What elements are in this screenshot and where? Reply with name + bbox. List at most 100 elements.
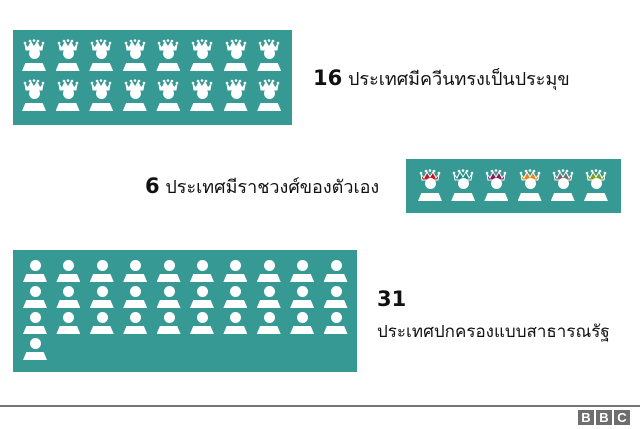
- shoulders-shape: [22, 63, 46, 71]
- shoulders-shape: [156, 103, 181, 111]
- head-shape: [230, 260, 242, 271]
- shoulders-shape: [89, 326, 114, 334]
- crowned-person-icon: [55, 79, 81, 113]
- head-shape: [96, 312, 108, 323]
- person-icon: [323, 284, 349, 318]
- head-shape: [330, 260, 342, 271]
- head-shape: [130, 286, 142, 297]
- crown-icon: [452, 169, 474, 181]
- shoulders-shape: [123, 274, 148, 282]
- person-icon: [256, 310, 282, 344]
- shoulders-shape: [256, 326, 281, 334]
- shoulders-shape: [189, 326, 214, 334]
- head-shape: [30, 338, 41, 349]
- shoulders-shape: [156, 274, 181, 282]
- shoulders-shape: [55, 103, 80, 111]
- crowned-person-icon: [21, 39, 47, 73]
- person-icon: [89, 258, 115, 292]
- person-icon: [89, 284, 115, 318]
- crowned-person-icon: [155, 39, 181, 73]
- shoulders-shape: [189, 274, 214, 282]
- royal-panel: [406, 159, 621, 213]
- queen-panel: [13, 30, 292, 125]
- shoulders-shape: [55, 63, 80, 71]
- crowned-person-icon: [517, 169, 543, 203]
- head-shape: [129, 48, 141, 59]
- person-icon: [22, 336, 48, 370]
- shoulders-shape: [22, 103, 46, 111]
- queen-caption: 16 ประเทศมีควีนทรงเป็นประมุข: [313, 64, 570, 93]
- republic-panel: [13, 250, 357, 372]
- crowned-person-icon: [450, 169, 476, 203]
- head-shape: [524, 178, 536, 189]
- crown-icon: [158, 39, 179, 51]
- head-shape: [330, 312, 342, 323]
- shoulders-shape: [123, 300, 148, 308]
- head-shape: [230, 286, 242, 297]
- crowned-person-icon: [122, 39, 148, 73]
- person-icon: [189, 258, 215, 292]
- crowned-person-icon: [256, 79, 282, 113]
- crowned-person-icon: [189, 79, 215, 113]
- bbc-logo-letter: B: [578, 410, 594, 425]
- shoulders-shape: [223, 63, 248, 71]
- head-shape: [30, 312, 41, 323]
- person-icon: [55, 258, 81, 292]
- shoulders-shape: [323, 300, 348, 308]
- person-icon: [22, 258, 48, 292]
- crown-icon: [225, 79, 246, 91]
- person-icon: [55, 310, 81, 344]
- person-icon: [22, 310, 48, 344]
- shoulders-shape: [89, 274, 114, 282]
- head-shape: [163, 286, 175, 297]
- shoulders-shape: [484, 193, 509, 201]
- person-icon: [122, 284, 148, 318]
- shoulders-shape: [323, 274, 348, 282]
- shoulders-shape: [189, 63, 214, 71]
- crowned-person-icon: [483, 169, 509, 203]
- shoulders-shape: [323, 326, 348, 334]
- head-shape: [163, 88, 175, 99]
- shoulders-shape: [23, 300, 47, 308]
- shoulders-shape: [257, 63, 282, 71]
- person-icon: [289, 284, 315, 318]
- royal-label: ประเทศมีราชวงศ์ของตัวเอง: [165, 177, 380, 198]
- head-shape: [330, 286, 342, 297]
- shoulders-shape: [418, 193, 442, 201]
- shoulders-shape: [256, 300, 281, 308]
- person-icon: [156, 258, 182, 292]
- head-shape: [230, 48, 242, 59]
- head-shape: [458, 178, 470, 189]
- head-shape: [425, 178, 436, 189]
- queen-count: 16: [313, 66, 343, 90]
- head-shape: [30, 286, 41, 297]
- person-icon: [189, 284, 215, 318]
- head-shape: [63, 260, 75, 271]
- head-shape: [297, 286, 309, 297]
- head-shape: [491, 178, 503, 189]
- head-shape: [129, 88, 141, 99]
- person-icon: [222, 310, 248, 344]
- person-icon: [55, 284, 81, 318]
- head-shape: [297, 260, 309, 271]
- head-shape: [130, 312, 142, 323]
- crowned-person-icon: [155, 79, 181, 113]
- person-icon: [289, 258, 315, 292]
- shoulders-shape: [517, 193, 542, 201]
- head-shape: [163, 48, 175, 59]
- person-icon: [323, 258, 349, 292]
- shoulders-shape: [290, 300, 315, 308]
- shoulders-shape: [451, 193, 476, 201]
- shoulders-shape: [89, 63, 114, 71]
- crowned-person-icon: [88, 79, 114, 113]
- shoulders-shape: [123, 326, 148, 334]
- person-icon: [222, 258, 248, 292]
- crowned-person-icon: [189, 39, 215, 73]
- shoulders-shape: [56, 274, 81, 282]
- shoulders-shape: [89, 300, 114, 308]
- head-shape: [96, 260, 108, 271]
- head-shape: [96, 88, 108, 99]
- person-icon: [89, 310, 115, 344]
- crowned-person-icon: [583, 169, 609, 203]
- footer-divider: [0, 405, 640, 407]
